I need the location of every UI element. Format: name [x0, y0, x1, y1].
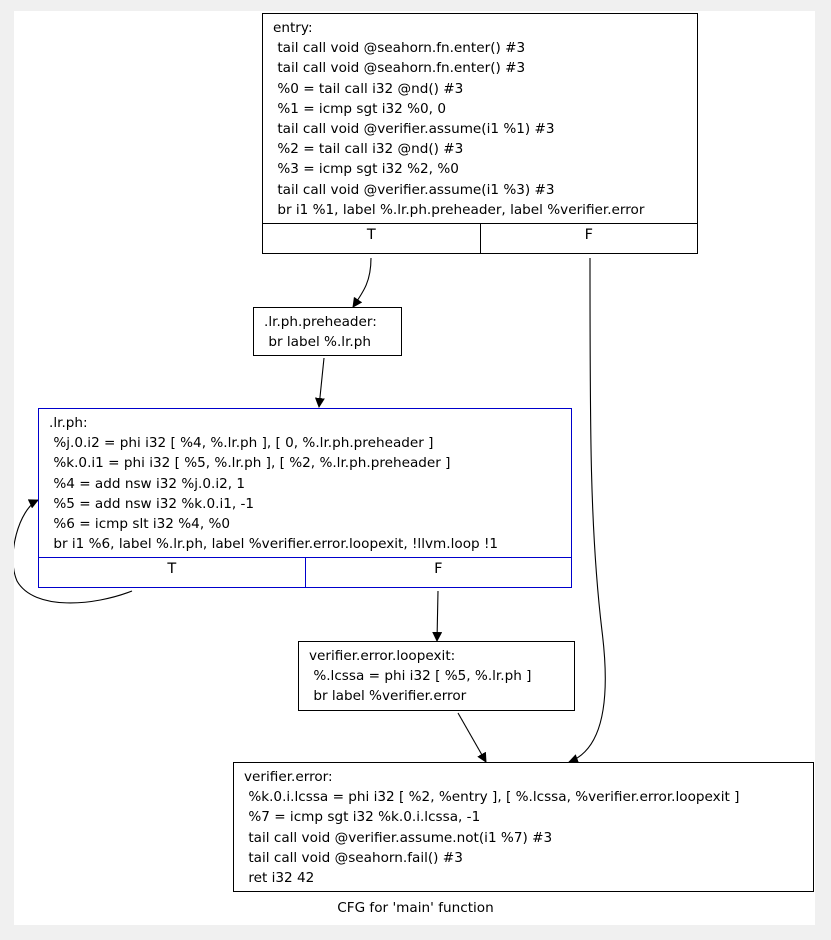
code-line: .lr.ph.preheader:: [264, 314, 377, 330]
port-false: F: [304, 558, 572, 588]
code-line: %4 = add nsw i32 %j.0.i2, 1: [49, 475, 246, 492]
code-line: tail call void @seahorn.fn.enter() #3: [273, 40, 526, 57]
code-line: br i1 %1, label %.lr.ph.preheader, label…: [273, 201, 645, 218]
code-line: tail call void @verifier.assume(i1 %1) #…: [273, 121, 555, 138]
node-entry-body: entry: tail call void @seahorn.fn.enter(…: [263, 14, 697, 223]
node-preheader-body: .lr.ph.preheader: br label %.lr.ph: [254, 308, 401, 355]
edge-loopexit-to-error: [457, 712, 487, 763]
node-entry: entry: tail call void @seahorn.fn.enter(…: [262, 13, 698, 255]
node-lr-ph-preheader: .lr.ph.preheader: br label %.lr.ph: [253, 307, 402, 357]
edge-preheader-to-lrph: [314, 357, 325, 408]
code-line: %j.0.i2 = phi i32 [ %4, %.lr.ph ], [ 0, …: [49, 435, 434, 452]
port-true: T: [366, 227, 376, 244]
port-false: F: [479, 224, 698, 254]
node-verifier-error: verifier.error: %k.0.i.lcssa = phi i32 […: [233, 762, 814, 893]
node-entry-ports: T F: [263, 223, 698, 254]
code-line: %k.0.i1 = phi i32 [ %5, %.lr.ph ], [ %2,…: [49, 455, 451, 472]
code-line: br label %.lr.ph: [264, 334, 371, 351]
node-lr-ph: .lr.ph: %j.0.i2 = phi i32 [ %4, %.lr.ph …: [38, 408, 572, 589]
code-line: tail call void @seahorn.fail() #3: [244, 849, 463, 866]
node-verifier-error-loopexit: verifier.error.loopexit: %.lcssa = phi i…: [298, 641, 575, 711]
node-lrph-ports: T F: [39, 557, 572, 588]
code-line: entry:: [273, 20, 313, 36]
edge-lrph-false-to-loopexit: [432, 590, 443, 642]
code-line: br label %verifier.error: [309, 688, 467, 705]
code-line: tail call void @seahorn.fn.enter() #3: [273, 60, 526, 77]
code-line: %7 = icmp sgt i32 %k.0.i.lcssa, -1: [244, 809, 481, 826]
code-line: verifier.error.loopexit:: [309, 648, 456, 664]
graph-caption: CFG for 'main' function: [337, 900, 494, 916]
edge-entry-true-to-preheader: [352, 257, 372, 308]
code-line: %3 = icmp sgt i32 %2, %0: [273, 161, 459, 178]
code-line: %5 = add nsw i32 %k.0.i1, -1: [49, 495, 255, 512]
code-line: ret i32 42: [244, 870, 315, 887]
node-loopexit-body: verifier.error.loopexit: %.lcssa = phi i…: [299, 642, 574, 710]
port-true: T: [167, 561, 177, 578]
code-line: %2 = tail call i32 @nd() #3: [273, 141, 464, 158]
graph-canvas: entry: tail call void @seahorn.fn.enter(…: [14, 11, 815, 925]
code-line: verifier.error:: [244, 769, 333, 785]
code-line: tail call void @verifier.assume(i1 %3) #…: [273, 181, 555, 198]
code-line: %.lcssa = phi i32 [ %5, %.lr.ph ]: [309, 668, 532, 685]
code-line: %1 = icmp sgt i32 %0, 0: [273, 100, 446, 117]
code-line: %k.0.i.lcssa = phi i32 [ %2, %entry ], […: [244, 789, 740, 806]
node-error-body: verifier.error: %k.0.i.lcssa = phi i32 […: [234, 763, 813, 891]
code-line: .lr.ph:: [49, 415, 88, 431]
code-line: %0 = tail call i32 @nd() #3: [273, 80, 464, 97]
code-line: tail call void @verifier.assume.not(i1 %…: [244, 829, 553, 846]
code-line: br i1 %6, label %.lr.ph, label %verifier…: [49, 536, 499, 553]
code-line: %6 = icmp slt i32 %4, %0: [49, 516, 231, 533]
node-lrph-body: .lr.ph: %j.0.i2 = phi i32 [ %4, %.lr.ph …: [39, 409, 571, 557]
